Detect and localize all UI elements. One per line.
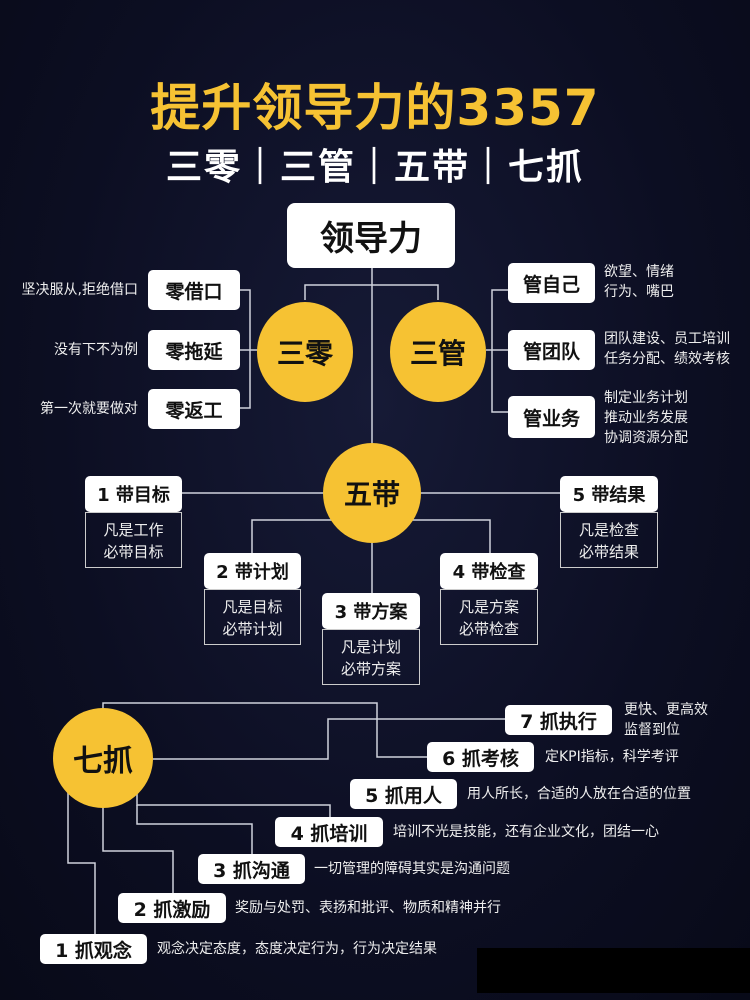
- wu-dai-body: 凡是检查必带结果: [560, 512, 658, 568]
- qi-zhua-item: 1 抓观念: [40, 934, 147, 964]
- qi-zhua-item: 3 抓沟通: [198, 854, 305, 884]
- body-line: 必带目标: [103, 543, 164, 561]
- san-ling-circle: 三零: [257, 302, 353, 402]
- san-ling-item: 零返工: [148, 389, 240, 429]
- qi-zhua-item: 7 抓执行: [505, 705, 612, 735]
- qi-zhua-item: 4 抓培训: [275, 817, 383, 847]
- note-line: 欲望、情绪: [604, 264, 674, 280]
- qi-zhua-item: 5 抓用人: [350, 779, 457, 809]
- wu-dai-item: 5 带结果: [560, 476, 658, 512]
- san-guan-item: 管业务: [508, 396, 595, 438]
- san-guan-note: 团队建设、员工培训任务分配、绩效考核: [604, 329, 730, 369]
- qi-zhua-note: 用人所长，合适的人放在合适的位置: [467, 786, 691, 802]
- redaction-block: [477, 948, 750, 993]
- body-line: 凡是检查: [578, 521, 639, 539]
- wu-dai-circle: 五带: [323, 443, 421, 543]
- wu-dai-item: 1 带目标: [85, 476, 182, 512]
- san-guan-note: 制定业务计划推动业务发展协调资源分配: [604, 388, 688, 448]
- note-line: 制定业务计划: [604, 390, 688, 406]
- body-line: 必带结果: [578, 543, 639, 561]
- note-line: 行为、嘴巴: [604, 284, 674, 300]
- qi-zhua-circle: 七抓: [53, 708, 153, 808]
- qi-zhua-item: 2 抓激励: [118, 893, 226, 923]
- body-line: 凡是计划: [340, 638, 401, 656]
- body-line: 凡是目标: [222, 598, 283, 616]
- qi-zhua-note: 更快、更高效监督到位: [624, 700, 708, 740]
- qi-zhua-note: 奖励与处罚、表扬和批评、物质和精神并行: [235, 900, 501, 916]
- san-guan-item: 管团队: [508, 330, 595, 370]
- body-line: 凡是方案: [458, 598, 519, 616]
- san-guan-note: 欲望、情绪行为、嘴巴: [604, 262, 674, 302]
- san-guan-circle: 三管: [390, 302, 486, 402]
- san-ling-item: 零借口: [148, 270, 240, 310]
- qi-zhua-item: 6 抓考核: [427, 742, 534, 772]
- san-guan-item: 管自己: [508, 263, 595, 303]
- san-ling-note: 没有下不为例: [54, 342, 138, 358]
- note-line: 协调资源分配: [604, 430, 688, 446]
- wu-dai-body: 凡是工作必带目标: [85, 512, 182, 568]
- qi-zhua-note: 定KPI指标，科学考评: [545, 749, 679, 765]
- wu-dai-body: 凡是方案必带检查: [440, 589, 538, 645]
- qi-zhua-note: 一切管理的障碍其实是沟通问题: [314, 861, 510, 877]
- body-line: 必带检查: [458, 620, 519, 638]
- wu-dai-body: 凡是计划必带方案: [322, 629, 420, 685]
- note-line: 团队建设、员工培训: [604, 331, 730, 347]
- page-title: 提升领导力的3357: [150, 79, 600, 137]
- wu-dai-body: 凡是目标必带计划: [204, 589, 301, 645]
- note-line: 推动业务发展: [604, 410, 688, 426]
- note-line: 监督到位: [624, 722, 680, 738]
- qi-zhua-note: 培训不光是技能，还有企业文化，团结一心: [393, 824, 659, 840]
- san-ling-item: 零拖延: [148, 330, 240, 370]
- wu-dai-item: 4 带检查: [440, 553, 538, 589]
- san-ling-note: 坚决服从,拒绝借口: [21, 282, 138, 298]
- page-subtitle: 三零｜三管｜五带｜七抓: [165, 147, 584, 188]
- note-line: 更快、更高效: [624, 702, 708, 718]
- wu-dai-item: 2 带计划: [204, 553, 301, 589]
- san-ling-note: 第一次就要做对: [40, 401, 138, 417]
- wu-dai-item: 3 带方案: [322, 593, 420, 629]
- qi-zhua-note: 观念决定态度，态度决定行为，行为决定结果: [157, 941, 437, 957]
- body-line: 凡是工作: [103, 521, 164, 539]
- note-line: 任务分配、绩效考核: [604, 351, 730, 367]
- root-node: 领导力: [287, 203, 455, 268]
- body-line: 必带方案: [340, 660, 401, 678]
- body-line: 必带计划: [222, 620, 283, 638]
